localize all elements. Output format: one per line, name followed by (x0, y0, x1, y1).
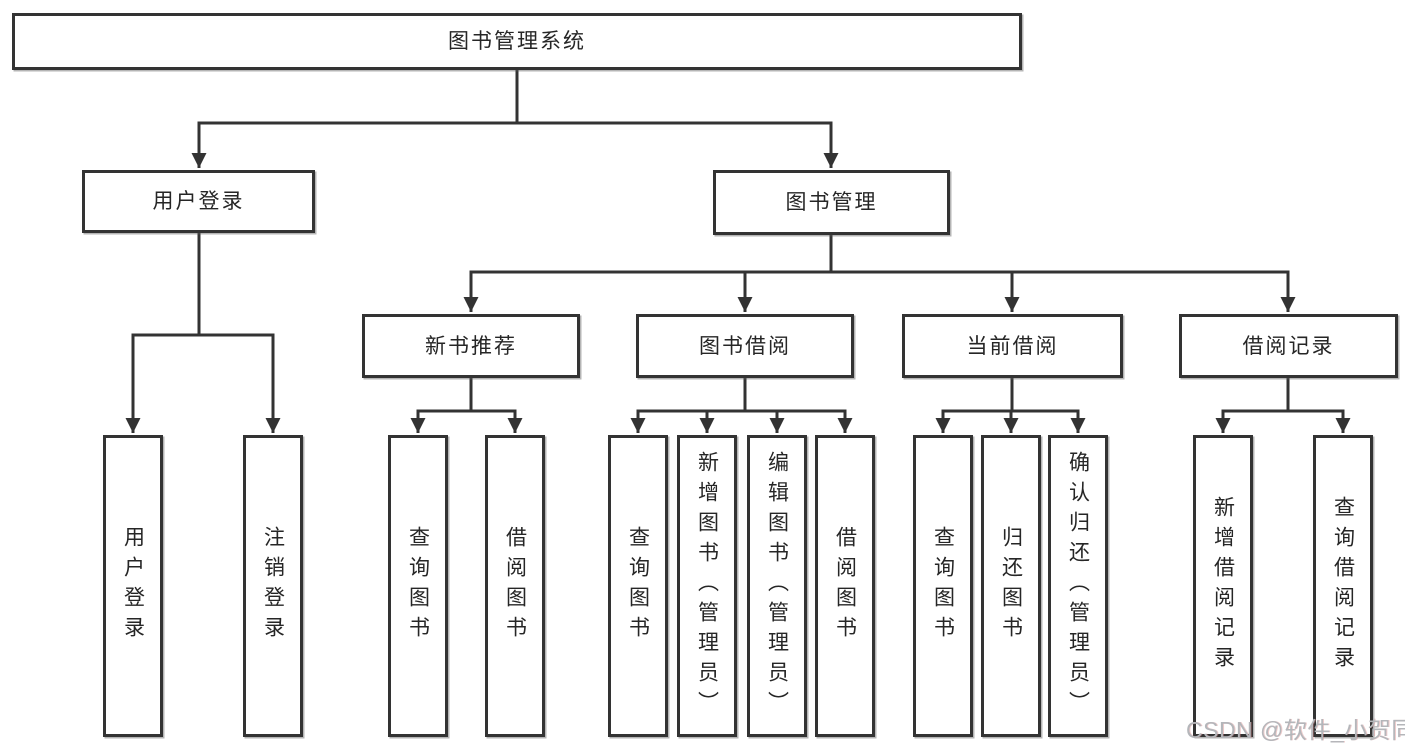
leaf-confirm-return-admin: 确认归还（管理员） (1048, 435, 1108, 737)
leaf-query-books-borrowing-label: 查询图书 (626, 526, 650, 646)
leaf-borrow-books-recommend-label: 借阅图书 (503, 526, 527, 646)
leaf-query-books-borrowing: 查询图书 (608, 435, 668, 737)
leaf-borrow-books-borrowing: 借阅图书 (815, 435, 875, 737)
leaf-query-books-recommend: 查询图书 (388, 435, 448, 737)
node-new-book-recommendation-label: 新书推荐 (425, 334, 517, 358)
leaf-return-book-label: 归还图书 (999, 526, 1023, 646)
node-book-management: 图书管理 (713, 170, 950, 235)
leaf-edit-book-admin: 编辑图书（管理员） (747, 435, 807, 737)
node-book-borrowing: 图书借阅 (636, 314, 854, 378)
root-node-label: 图书管理系统 (448, 30, 586, 53)
csdn-watermark: CSDN @软件_小贺同学 (1186, 717, 1405, 743)
leaf-logout-label: 注销登录 (261, 526, 285, 646)
leaf-add-book-admin: 新增图书（管理员） (677, 435, 737, 737)
leaf-return-book: 归还图书 (981, 435, 1041, 737)
leaf-query-books-current: 查询图书 (913, 435, 973, 737)
node-borrowing-records: 借阅记录 (1179, 314, 1398, 378)
node-current-borrowing-label: 当前借阅 (966, 334, 1059, 358)
leaf-query-borrow-record-label: 查询借阅记录 (1331, 496, 1355, 676)
node-book-management-label: 图书管理 (785, 191, 878, 214)
leaf-confirm-return-admin-label: 确认归还（管理员） (1066, 451, 1090, 721)
leaf-user-login: 用户登录 (103, 435, 163, 737)
leaf-borrow-books-borrowing-label: 借阅图书 (833, 526, 857, 646)
node-book-borrowing-label: 图书借阅 (699, 334, 791, 358)
leaf-logout: 注销登录 (243, 435, 303, 737)
leaf-query-books-recommend-label: 查询图书 (406, 526, 430, 646)
node-current-borrowing: 当前借阅 (902, 314, 1123, 378)
leaf-query-borrow-record: 查询借阅记录 (1313, 435, 1373, 737)
root-node-library-management-system: 图书管理系统 (12, 13, 1022, 70)
leaf-add-borrow-record-label: 新增借阅记录 (1211, 496, 1235, 676)
leaf-edit-book-admin-label: 编辑图书（管理员） (765, 451, 789, 721)
leaf-borrow-books-recommend: 借阅图书 (485, 435, 545, 737)
node-new-book-recommendation: 新书推荐 (362, 314, 580, 378)
leaf-user-login-label: 用户登录 (121, 526, 145, 646)
node-user-login: 用户登录 (82, 170, 315, 233)
leaf-add-book-admin-label: 新增图书（管理员） (695, 451, 719, 721)
node-user-login-label: 用户登录 (152, 190, 245, 213)
leaf-query-books-current-label: 查询图书 (931, 526, 955, 646)
node-borrowing-records-label: 借阅记录 (1242, 334, 1335, 358)
leaf-add-borrow-record: 新增借阅记录 (1193, 435, 1253, 737)
